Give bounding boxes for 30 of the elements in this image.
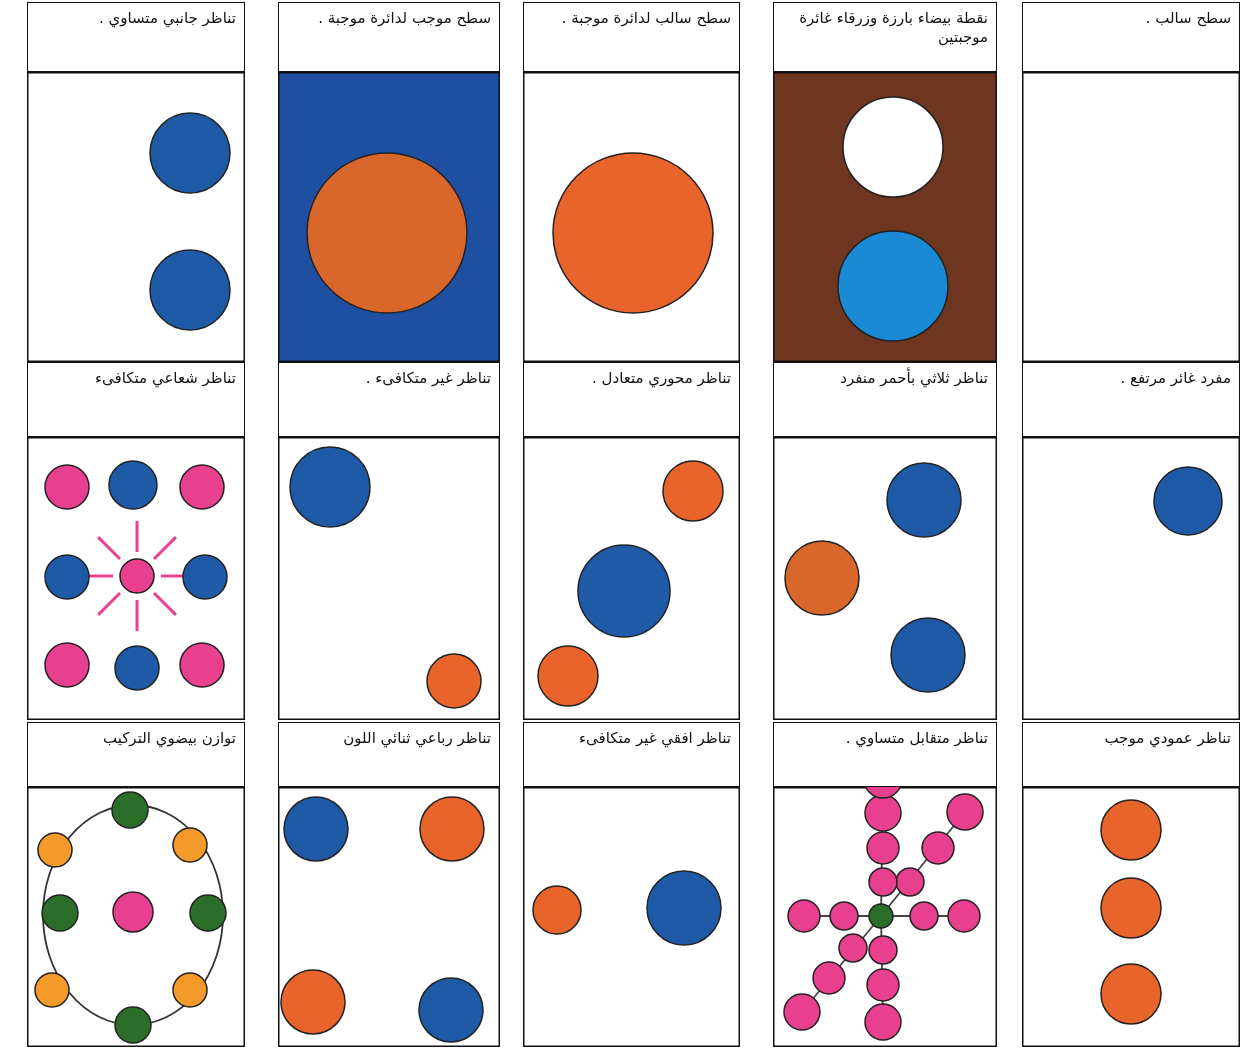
caption-box [278, 722, 500, 787]
caption-box [523, 362, 740, 437]
caption-text: تناظر شعاعي متكافىء [95, 369, 236, 387]
caption-text: تناظر محوري متعادل . [592, 369, 731, 387]
caption-box [278, 362, 500, 437]
caption-box [773, 2, 997, 72]
caption-text: تناظر رباعي ثنائي اللون [343, 729, 491, 747]
caption-box [27, 722, 245, 787]
caption-box [1022, 722, 1240, 787]
caption-box [523, 2, 740, 72]
caption-text: سطح سالب لدائرة موجبة . [561, 9, 731, 27]
caption-text: تناظر متقابل متساوي . [845, 729, 988, 747]
caption-text: تناظر جانبي متساوي . [98, 9, 236, 27]
caption-box [27, 2, 245, 72]
caption-text: تناظر افقي غير متكافىء [579, 729, 731, 747]
caption-box [1022, 362, 1240, 437]
caption-text: تناظر عمودي موجب [1104, 729, 1231, 747]
caption-text: مفرد غائر مرتفع . [1120, 369, 1231, 387]
caption-box [523, 722, 740, 787]
caption-box [27, 362, 245, 437]
caption-text: تناظر ثلاثي بأحمر منفرد [840, 369, 988, 387]
caption-text: سطح موجب لدائرة موجبة . [318, 9, 491, 27]
caption-text: توازن بيضوي التركيب [102, 729, 236, 747]
caption-box [278, 2, 500, 72]
caption-box [773, 722, 997, 787]
caption-text: سطح سالب . [1145, 9, 1231, 27]
caption-text: نقطة بيضاء بارزة وزرقاء غائرة موجبتين [799, 9, 988, 46]
caption-box [1022, 2, 1240, 72]
caption-box [773, 362, 997, 437]
caption-text: تناظر غير متكافىء . [365, 369, 491, 387]
